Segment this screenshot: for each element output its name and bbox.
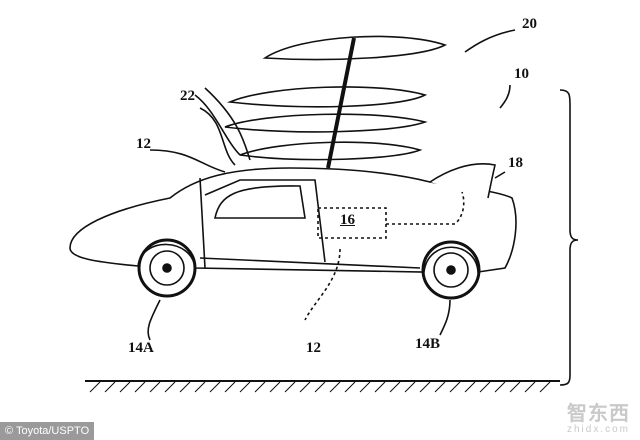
ref-22: 22 bbox=[180, 88, 195, 104]
ref-12-bottom: 12 bbox=[306, 340, 321, 356]
ref-18: 18 bbox=[508, 155, 523, 171]
mast bbox=[326, 37, 356, 169]
ref-14b: 14B bbox=[415, 336, 441, 352]
ref-12-top: 12 bbox=[136, 136, 151, 152]
rear-wheel bbox=[421, 240, 481, 300]
ref-10: 10 bbox=[514, 66, 529, 82]
car-body bbox=[69, 167, 517, 273]
wing-stack bbox=[194, 35, 448, 166]
image-credit: © Toyota/USPTO bbox=[0, 422, 95, 440]
watermark-url: zhidx.com bbox=[566, 424, 630, 435]
ref-14a: 14A bbox=[128, 340, 154, 356]
ref-16: 16 bbox=[340, 212, 355, 228]
engine-box bbox=[317, 207, 387, 239]
front-wheel bbox=[137, 238, 197, 298]
bracket bbox=[559, 89, 579, 386]
ref-20: 20 bbox=[522, 16, 537, 32]
watermark-chinese: 智东西 bbox=[566, 403, 630, 425]
watermark: 智东西 zhidx.com bbox=[567, 404, 630, 435]
